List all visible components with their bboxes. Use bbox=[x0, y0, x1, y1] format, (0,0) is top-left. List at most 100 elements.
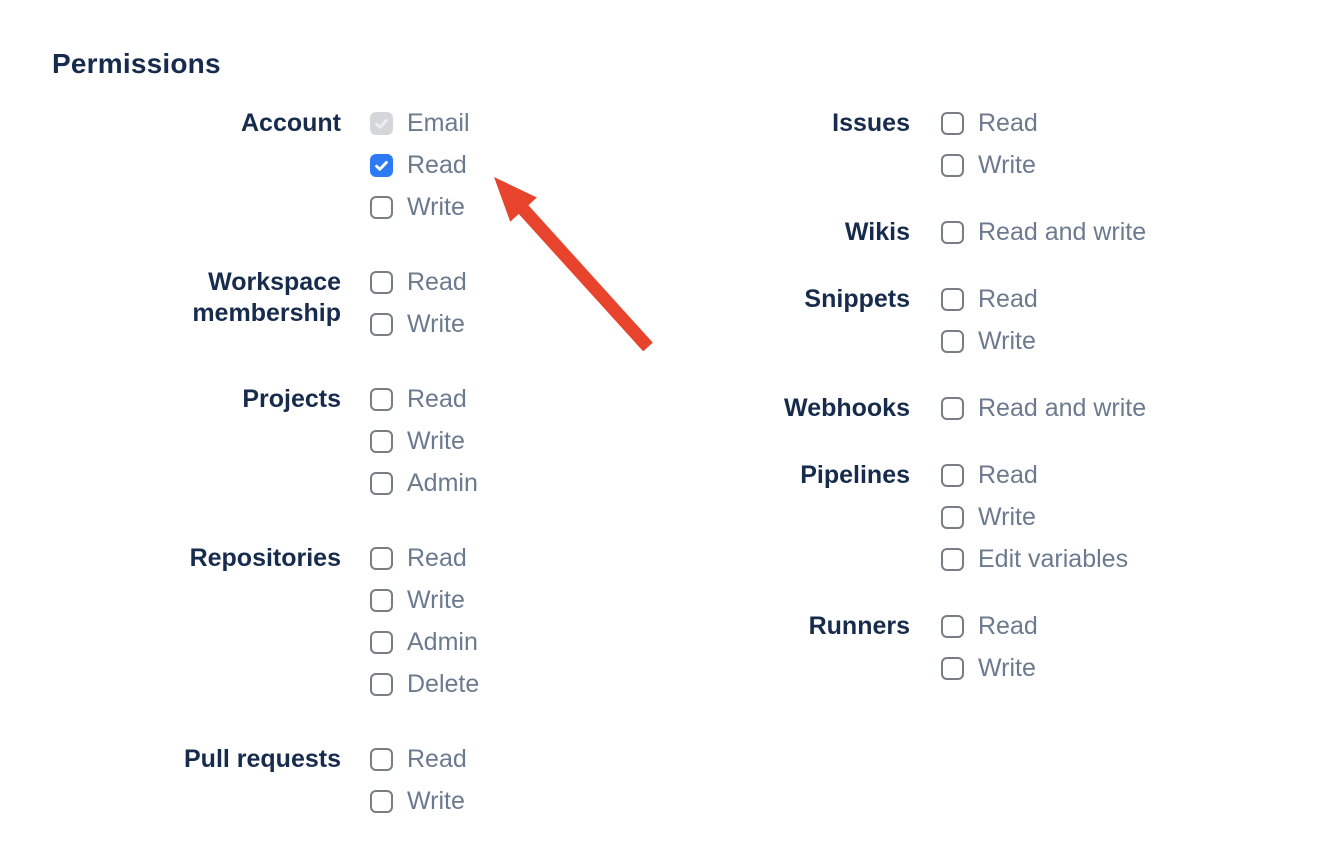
permission-group-wikis: Wikis Read and write bbox=[735, 218, 1146, 262]
checkbox-repositories-admin[interactable] bbox=[370, 630, 393, 654]
annotation-arrow-head bbox=[494, 177, 537, 222]
checkbox-label-runners-read: Read bbox=[978, 612, 1038, 640]
check-icon bbox=[375, 160, 388, 171]
checkbox-account-email bbox=[370, 111, 393, 135]
permission-option-row: Read and write bbox=[941, 394, 1147, 422]
category-label-repositories: Repositories bbox=[189, 544, 341, 572]
checkbox-label-pull-requests-write: Write bbox=[407, 787, 465, 815]
checkbox-repositories-delete[interactable] bbox=[370, 672, 393, 696]
checkbox-workspace-membership-read[interactable] bbox=[370, 270, 393, 294]
checkbox-label-projects-admin: Admin bbox=[407, 469, 478, 497]
checkbox-issues-read[interactable] bbox=[941, 111, 964, 135]
permission-option-row: Write bbox=[370, 193, 470, 221]
checkbox-runners-write[interactable] bbox=[941, 656, 964, 680]
permission-option-row: Delete bbox=[370, 670, 480, 698]
permission-option-row: Admin bbox=[370, 469, 478, 497]
checkbox-label-account-read: Read bbox=[407, 151, 467, 179]
category-label-runners: Runners bbox=[808, 612, 910, 640]
permission-option-row: Write bbox=[941, 327, 1038, 355]
permission-option-row: Write bbox=[370, 310, 467, 338]
permission-option-row: Write bbox=[941, 151, 1038, 179]
checkbox-label-workspace-membership-write: Write bbox=[407, 310, 465, 338]
permission-option-row: Write bbox=[941, 654, 1038, 682]
checkbox-runners-read[interactable] bbox=[941, 614, 964, 638]
category-label-account: Account bbox=[241, 109, 341, 137]
checkbox-label-account-write: Write bbox=[407, 193, 465, 221]
permission-option-row: Edit variables bbox=[941, 545, 1129, 573]
checkbox-snippets-write[interactable] bbox=[941, 329, 964, 353]
checkbox-projects-admin[interactable] bbox=[370, 471, 393, 495]
checkbox-label-issues-read: Read bbox=[978, 109, 1038, 137]
checkbox-label-projects-write: Write bbox=[407, 427, 465, 455]
checkbox-webhooks-read-and-write[interactable] bbox=[941, 396, 964, 420]
checkbox-projects-write[interactable] bbox=[370, 429, 393, 453]
permission-option-row: Read bbox=[370, 151, 470, 179]
checkbox-projects-read[interactable] bbox=[370, 387, 393, 411]
checkbox-pipelines-edit-variables[interactable] bbox=[941, 547, 964, 571]
annotation-arrow-shaft bbox=[514, 200, 653, 352]
permission-option-row: Write bbox=[370, 588, 479, 613]
category-label-wikis: Wikis bbox=[844, 218, 910, 246]
category-label-webhooks: Webhooks bbox=[784, 394, 910, 422]
checkbox-label-runners-write: Write bbox=[978, 654, 1036, 682]
options-list-wikis: Read and write bbox=[941, 220, 1146, 262]
checkbox-repositories-write[interactable] bbox=[370, 588, 393, 612]
checkbox-repositories-read[interactable] bbox=[370, 546, 393, 570]
checkbox-label-issues-write: Write bbox=[978, 151, 1036, 179]
permission-option-row: Admin bbox=[370, 630, 479, 655]
checkbox-label-repositories-read: Read bbox=[407, 544, 467, 572]
checkbox-label-webhooks-read-and-write: Read and write bbox=[978, 394, 1147, 422]
category-label-projects: Projects bbox=[242, 385, 341, 413]
checkbox-label-pull-requests-read: Read bbox=[407, 745, 467, 773]
permission-option-row: Read bbox=[370, 544, 479, 572]
checkbox-account-read[interactable] bbox=[370, 153, 393, 177]
checkbox-issues-write[interactable] bbox=[941, 153, 964, 177]
permission-option-row: Read bbox=[941, 109, 1038, 137]
category-label-pipelines: Pipelines bbox=[800, 461, 910, 489]
category-label-issues: Issues bbox=[832, 109, 910, 137]
page-title: Permissions bbox=[52, 48, 221, 79]
checkbox-pipelines-write[interactable] bbox=[941, 505, 964, 529]
permission-option-row: Read and write bbox=[941, 220, 1146, 245]
checkbox-account-write[interactable] bbox=[370, 195, 393, 219]
checkbox-label-pipelines-read: Read bbox=[978, 461, 1038, 489]
category-label-workspace-membership: Workspace membership bbox=[192, 268, 341, 327]
checkbox-snippets-read[interactable] bbox=[941, 287, 964, 311]
permission-group-webhooks: Webhooks Read and write bbox=[735, 394, 1146, 438]
checkbox-pull-requests-read[interactable] bbox=[370, 747, 393, 771]
permission-option-row: Write bbox=[370, 427, 478, 455]
checkbox-label-repositories-delete: Delete bbox=[407, 670, 480, 698]
permission-option-row: Read bbox=[370, 745, 467, 773]
options-list-webhooks: Read and write bbox=[941, 396, 1146, 438]
checkbox-label-pipelines-write: Write bbox=[978, 503, 1036, 531]
category-label-snippets: Snippets bbox=[804, 285, 910, 313]
checkbox-pull-requests-write[interactable] bbox=[370, 789, 393, 813]
checkbox-workspace-membership-write[interactable] bbox=[370, 312, 393, 336]
checkbox-wikis-read-and-write[interactable] bbox=[941, 220, 964, 244]
permission-option-row: Read bbox=[941, 612, 1038, 640]
permission-option-row: Read bbox=[941, 461, 1128, 489]
checkbox-pipelines-read[interactable] bbox=[941, 463, 964, 487]
permission-option-row: Write bbox=[370, 787, 467, 815]
checkbox-label-snippets-write: Write bbox=[978, 327, 1036, 355]
checkbox-label-pipelines-edit-variables: Edit variables bbox=[978, 545, 1129, 573]
checkbox-label-snippets-read: Read bbox=[978, 285, 1038, 313]
check-icon bbox=[375, 118, 388, 129]
